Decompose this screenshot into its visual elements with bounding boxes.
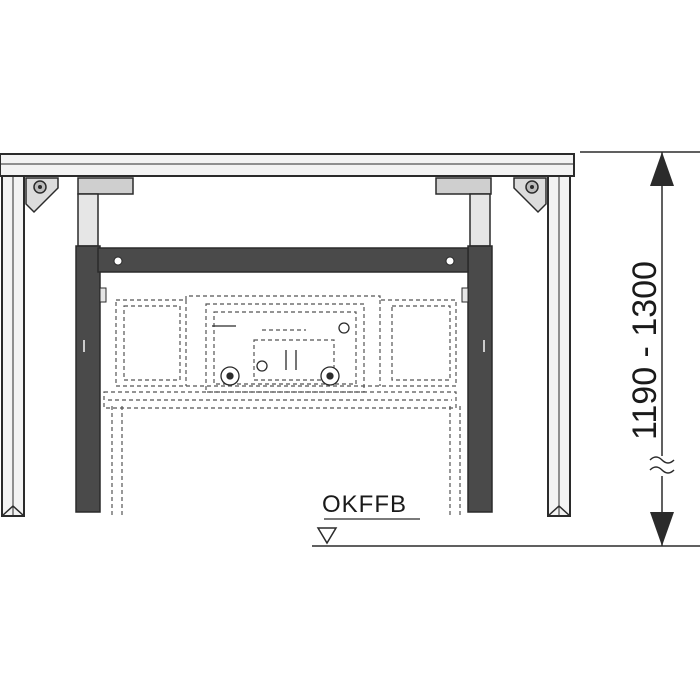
right-corner-bracket <box>513 177 547 214</box>
valve-fittings <box>212 322 350 386</box>
height-dimension <box>580 151 700 546</box>
right-support <box>435 177 493 513</box>
hidden-cistern <box>103 295 461 518</box>
floor-line <box>312 518 700 547</box>
left-corner-bracket <box>25 177 59 214</box>
top-profile <box>0 153 575 177</box>
dimension-arrow-top-icon <box>650 152 674 186</box>
right-outer-leg <box>547 175 571 517</box>
break-mark-icon <box>649 456 675 474</box>
dimension-arrow-bottom-icon <box>650 512 674 546</box>
crossbar <box>97 247 469 273</box>
dimension-label: 1190 - 1300 <box>626 261 664 440</box>
left-support <box>75 177 134 513</box>
left-outer-leg <box>1 175 25 517</box>
floor-label: OKFFB <box>322 491 407 518</box>
